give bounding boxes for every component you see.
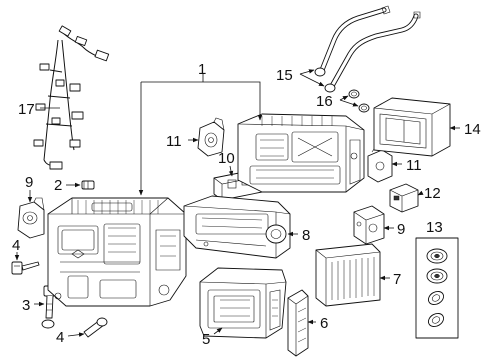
- callout-2: 2: [54, 177, 62, 194]
- temperature-sensor-upper: [11, 261, 40, 275]
- callout-16: 16: [316, 93, 333, 110]
- cabin-filter: [315, 243, 381, 307]
- grommet-3: [428, 290, 444, 306]
- grommet-kit: [415, 237, 459, 339]
- callout-9-left: 9: [25, 174, 33, 191]
- actuator-motor-left: [17, 197, 45, 239]
- callout-1: 1: [198, 61, 206, 78]
- callout-7: 7: [393, 271, 401, 288]
- grommet-2: [426, 268, 448, 284]
- grommet-4: [428, 312, 444, 328]
- callout-10: 10: [218, 150, 235, 167]
- actuator-upper-left: [197, 117, 225, 157]
- callout-11-left: 11: [166, 133, 182, 150]
- callout-6: 6: [320, 315, 328, 332]
- control-module: [389, 183, 419, 213]
- leader-lines: [14, 69, 460, 337]
- temperature-sensor-lower: [83, 317, 108, 338]
- air-door: [287, 289, 309, 357]
- sensor-with-wire: [41, 285, 57, 329]
- evaporator-core: [373, 97, 451, 157]
- callout-5: 5: [202, 331, 210, 348]
- refrigerant-hoses: [314, 5, 421, 93]
- evaporator-housing-upper: [237, 113, 365, 193]
- callout-8: 8: [302, 227, 310, 244]
- callout-9-right: 9: [397, 221, 405, 238]
- grommet-1: [426, 248, 448, 264]
- callout-4-upper: 4: [12, 237, 20, 254]
- blower-duct: [183, 195, 291, 259]
- clip: [81, 180, 95, 190]
- callout-14: 14: [464, 121, 481, 138]
- o-rings: [348, 89, 370, 113]
- callout-4-lower: 4: [56, 329, 64, 346]
- callout-17: 17: [18, 101, 35, 118]
- callout-3: 3: [22, 297, 30, 314]
- callout-labels: 1 2 3 4 4 5 6 7 8 9 9 10 11 11 12 13 14 …: [12, 61, 481, 348]
- callout-15: 15: [276, 67, 293, 84]
- callout-13: 13: [426, 219, 443, 236]
- callout-11-right: 11: [406, 157, 422, 174]
- heater-unit-main: [47, 197, 187, 307]
- callout-12: 12: [424, 185, 441, 202]
- actuator-motor-right: [353, 205, 385, 245]
- filter-frame: [199, 267, 287, 339]
- wiring-harness: [33, 25, 110, 170]
